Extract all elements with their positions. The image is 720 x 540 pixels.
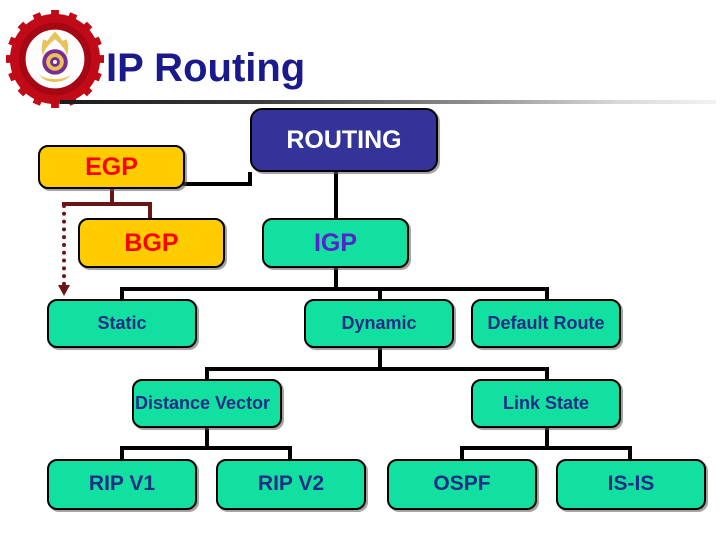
connector-igp-to-static <box>120 287 124 301</box>
connector-routing-to-igp <box>334 170 338 220</box>
title-divider <box>60 100 716 104</box>
node-egp[interactable]: EGP <box>38 145 185 189</box>
node-distance-vector[interactable]: Distance Vector <box>132 379 282 428</box>
connector-dynamic-down <box>378 346 382 370</box>
connector-distance-vector-bus <box>120 446 292 450</box>
connector-egp-bus <box>62 202 152 206</box>
connector-routing-to-egp <box>183 182 252 186</box>
connector-igp-to-default-route <box>545 287 549 301</box>
connector-igp-to-dynamic <box>378 287 382 301</box>
connector-distance-vector-down <box>205 426 209 448</box>
node-default-route[interactable]: Default Route <box>471 299 621 348</box>
connector-dynamic-to-distance-vector <box>205 367 209 381</box>
node-is-is[interactable]: IS-IS <box>556 459 706 510</box>
connector-dynamic-to-link-state <box>545 367 549 381</box>
node-rip-v2[interactable]: RIP V2 <box>216 459 366 510</box>
connector-egp-to-bgp <box>148 202 152 220</box>
connector-link-state-down <box>545 426 549 448</box>
node-igp[interactable]: IGP <box>262 218 409 268</box>
node-dynamic[interactable]: Dynamic <box>304 299 454 348</box>
node-bgp[interactable]: BGP <box>78 218 225 268</box>
node-rip-v1[interactable]: RIP V1 <box>47 459 197 510</box>
node-routing[interactable]: ROUTING <box>250 108 438 172</box>
connector-egp-down <box>110 186 114 204</box>
node-static[interactable]: Static <box>47 299 197 348</box>
connector-dynamic-bus <box>205 367 549 371</box>
connector-link-state-bus <box>460 446 632 450</box>
connector-dv-to-rip-v2 <box>288 446 292 460</box>
connector-arrowhead-static <box>58 285 70 296</box>
connector-dv-to-rip-v1 <box>120 446 124 460</box>
connector-routing-down-left <box>248 172 252 186</box>
institution-gear-emblem-icon <box>6 10 104 108</box>
connector-igp-down <box>334 266 338 290</box>
node-ospf[interactable]: OSPF <box>387 459 537 510</box>
connector-egp-to-static-dotted <box>62 204 66 286</box>
connector-igp-bus <box>120 287 549 291</box>
connector-ls-to-ospf <box>460 446 464 460</box>
page-title: IP Routing <box>106 46 306 90</box>
connector-ls-to-is-is <box>628 446 632 460</box>
node-link-state[interactable]: Link State <box>471 379 621 428</box>
